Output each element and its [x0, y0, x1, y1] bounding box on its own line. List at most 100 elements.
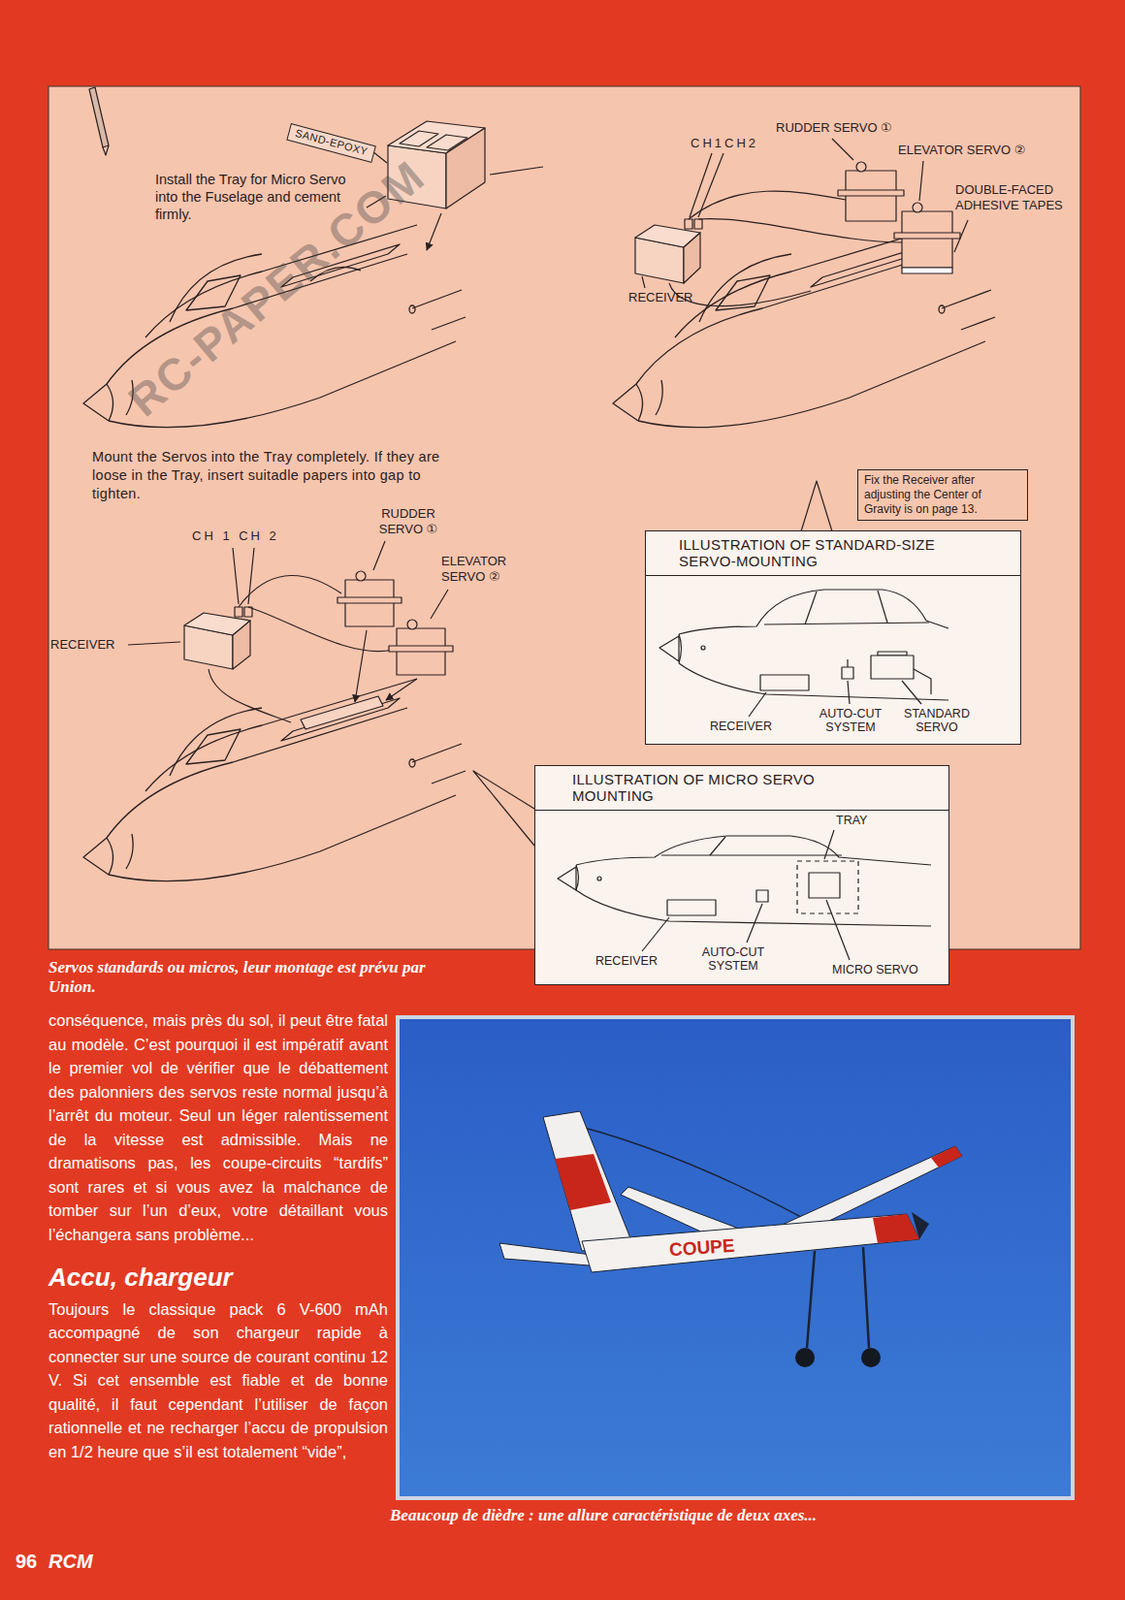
line-art — [659, 636, 679, 662]
part-label: RECEIVER — [595, 954, 658, 969]
line-art — [644, 530, 1022, 745]
line-art — [698, 219, 902, 243]
channel-label: CH 1 CH 2 — [192, 528, 280, 545]
line-art — [877, 590, 888, 623]
line-art — [808, 872, 840, 899]
line-art — [901, 680, 922, 705]
line-art — [806, 1247, 869, 1349]
line-art — [576, 890, 932, 927]
line-art — [861, 1348, 881, 1368]
part-label: RUDDER SERVO ① — [775, 120, 893, 136]
channel-label: CH1CH2 — [690, 135, 759, 152]
part-label: AUTO-CUT SYSTEM — [696, 945, 771, 974]
line-art — [407, 619, 418, 630]
line-art — [534, 765, 950, 986]
line-art — [756, 890, 769, 902]
line-art — [399, 1019, 1071, 1497]
line-art — [208, 669, 291, 723]
part-label: RUDDER SERVO ① — [372, 506, 445, 537]
line-art — [372, 151, 387, 163]
line-art — [89, 87, 109, 148]
line-art — [102, 145, 109, 156]
line-art — [684, 219, 693, 229]
line-art — [667, 900, 716, 916]
line-art — [832, 138, 854, 161]
text-column: conséquence, mais près du sol, il peut ê… — [48, 1008, 388, 1464]
line-art — [300, 696, 384, 730]
photo-caption: Beaucoup de dièdre : une allure caractér… — [389, 1506, 817, 1526]
body-paragraph: Toujours le classique pack 6 V-600 mAh a… — [48, 1297, 388, 1465]
line-art — [931, 1146, 963, 1168]
line-art — [760, 675, 809, 691]
body-paragraph: conséquence, mais près du sol, il peut ê… — [48, 1008, 388, 1247]
line-art — [872, 1214, 920, 1244]
line-art — [128, 642, 181, 645]
line-art — [698, 153, 724, 218]
section-heading: Accu, chargeur — [48, 1262, 388, 1293]
line-art — [661, 854, 842, 856]
part-label: RECEIVER — [709, 719, 772, 735]
line-art — [557, 867, 577, 891]
note-text: Fix the Receiver after adjusting the Cen… — [864, 473, 1022, 517]
line-art — [678, 634, 682, 664]
line-art — [659, 589, 949, 717]
line-art — [385, 678, 418, 701]
line-art — [557, 830, 932, 961]
line-art — [912, 202, 923, 213]
instruction-note: Install the Tray for Micro Servo into th… — [155, 170, 364, 224]
part-label: MICRO SERVO — [832, 963, 919, 978]
line-art — [373, 541, 386, 571]
line-art — [689, 153, 712, 218]
line-art — [89, 87, 968, 846]
part-label: AUTO-CUT SYSTEM — [813, 707, 888, 736]
line-art — [847, 680, 850, 705]
line-art — [576, 865, 579, 891]
line-art — [688, 191, 846, 220]
part-label: RECEIVER — [50, 637, 115, 653]
line-art — [234, 607, 243, 617]
line-art — [576, 835, 932, 866]
line-art — [856, 161, 867, 172]
line-art — [795, 1348, 815, 1368]
instruction-note: Mount the Servos into the Tray completel… — [92, 448, 453, 504]
line-art — [837, 190, 904, 196]
line-art — [426, 213, 442, 251]
aircraft-marking: COUPE — [668, 1235, 736, 1262]
line-art — [388, 645, 453, 652]
part-label: STANDARD SERVO — [896, 707, 978, 736]
line-art — [642, 276, 645, 289]
line-art — [954, 220, 968, 253]
part-label: ELEVATOR SERVO ② — [441, 553, 527, 584]
part-label: TRAY — [835, 813, 868, 829]
line-art — [597, 876, 602, 881]
line-art — [678, 589, 949, 635]
line-art — [446, 128, 485, 209]
part-label: DOUBLE-FACED ADHESIVE TAPES — [955, 182, 1077, 213]
line-art — [337, 597, 402, 604]
line-art — [901, 211, 953, 268]
line-art — [846, 659, 848, 668]
line-art — [395, 1015, 1075, 1501]
line-art — [797, 861, 859, 914]
line-art — [683, 232, 701, 284]
line-art — [694, 219, 703, 229]
line-art — [764, 622, 930, 625]
line-art — [870, 655, 914, 679]
line-art — [248, 547, 255, 605]
line-art — [841, 667, 854, 679]
line-art — [913, 669, 932, 695]
magazine-name: RCM — [48, 1549, 94, 1574]
line-art — [232, 547, 239, 605]
line-art — [911, 1212, 930, 1240]
line-art — [709, 836, 726, 856]
line-art — [83, 678, 466, 882]
line-art — [894, 232, 961, 239]
line-art — [473, 771, 535, 846]
line-art — [426, 134, 468, 151]
line-art — [355, 571, 366, 581]
line-art — [430, 589, 449, 619]
part-label: ELEVATOR SERVO ② — [898, 142, 1026, 159]
line-art — [232, 620, 251, 670]
part-label: RECEIVER — [628, 289, 693, 306]
page-number: 96 — [15, 1549, 37, 1574]
